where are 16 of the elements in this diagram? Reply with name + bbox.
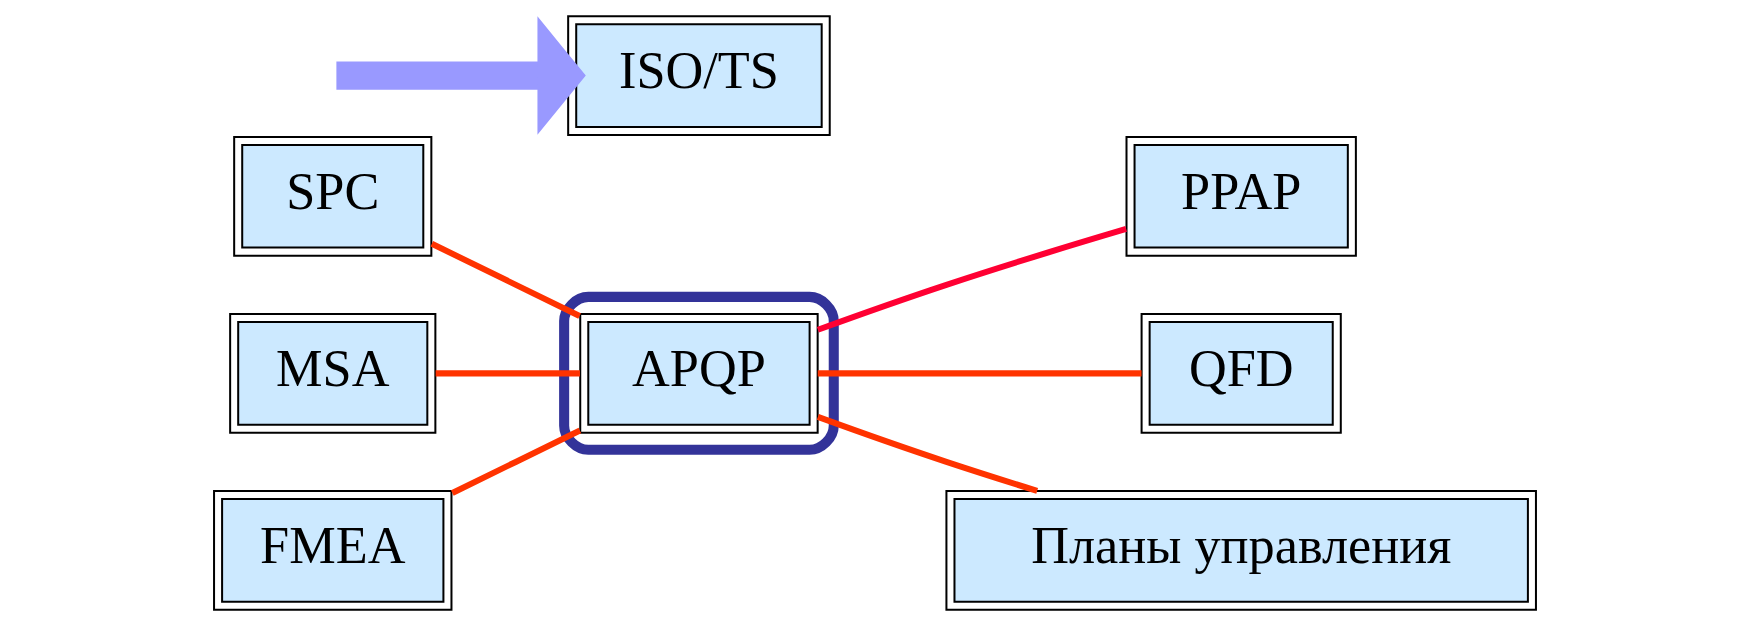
node-box: ISO/TS: [567, 15, 831, 136]
arrow: [336, 16, 586, 135]
node-box: SPC: [233, 135, 433, 257]
connector: [816, 414, 1039, 494]
cluster: [559, 291, 839, 455]
connector: [451, 427, 582, 496]
connector: [430, 241, 581, 319]
node-box: QFD: [1140, 313, 1342, 434]
node-box: APQP: [579, 313, 819, 434]
node-box: FMEA: [213, 490, 453, 611]
node-box: PPAP: [1125, 135, 1357, 257]
connector: [435, 370, 580, 377]
node-box: MSA: [229, 313, 437, 434]
node-box: Планы управления: [945, 490, 1537, 611]
connector: [817, 370, 1142, 377]
connector: [816, 226, 1127, 333]
